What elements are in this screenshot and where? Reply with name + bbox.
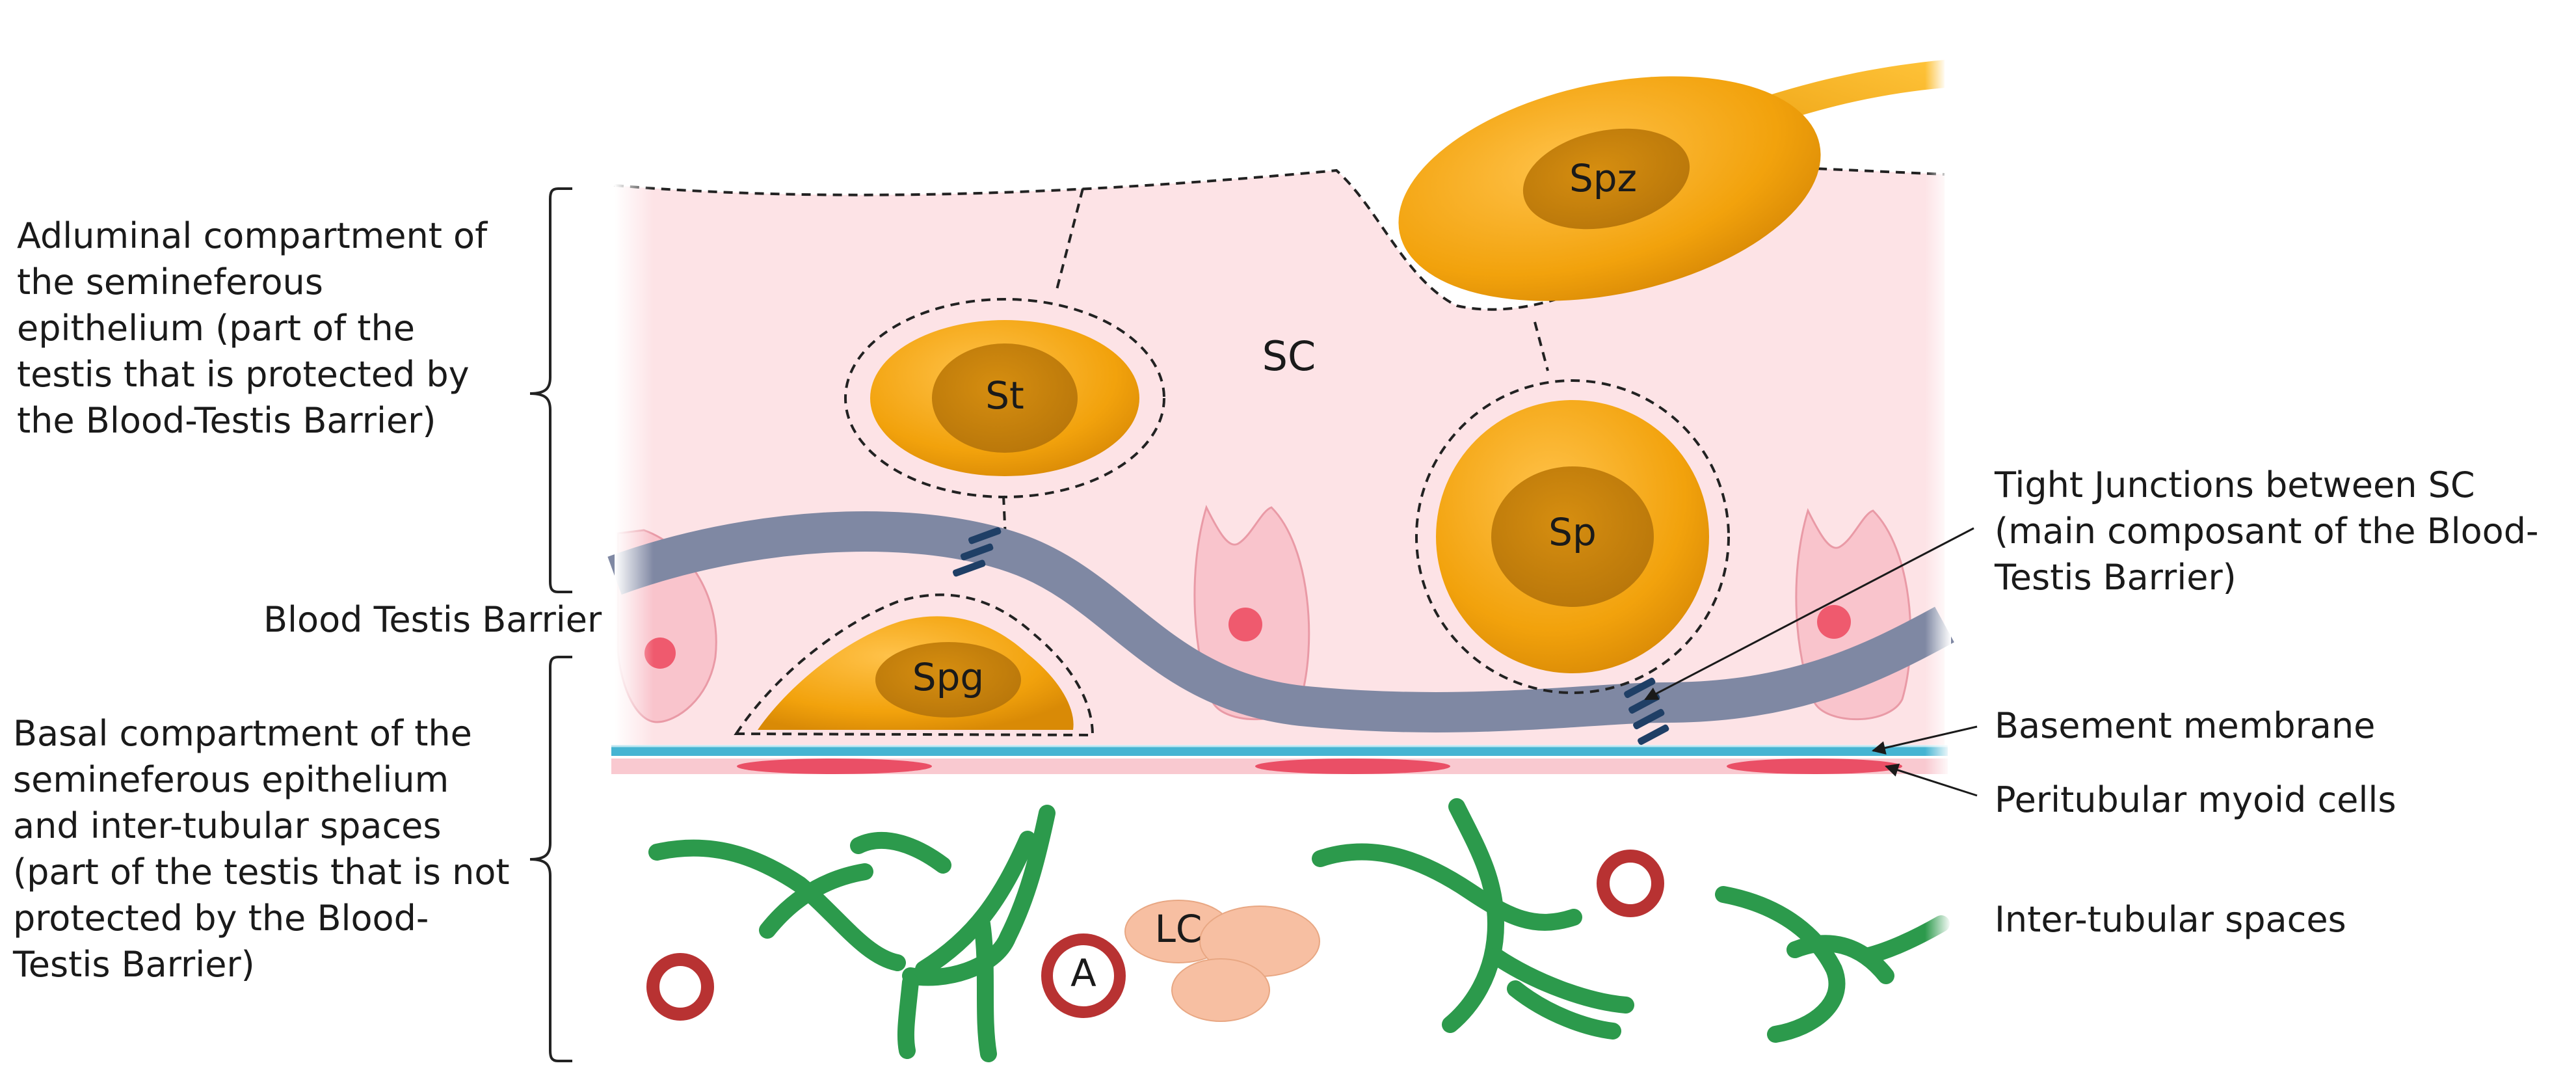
- brace-basal: [529, 656, 572, 1062]
- tight-junction-upper: [952, 527, 1002, 577]
- label-peritubular-myoid-cells: Peritubular myoid cells: [1995, 779, 2397, 820]
- annotation-arrows: [1644, 527, 1978, 797]
- label-adluminal-compartment: Adluminal compartment of the semineferou…: [17, 215, 488, 441]
- blood-vessels: [648, 798, 1950, 1062]
- spermatid: [844, 298, 1165, 498]
- brace-adluminal: [529, 187, 572, 593]
- blood-testis-barrier-band: [607, 511, 1954, 732]
- label-blood-testis-barrier: Blood Testis Barrier: [263, 599, 602, 640]
- label-lc: LC: [1155, 907, 1202, 951]
- label-sc: SC: [1262, 332, 1316, 380]
- label-a: A: [1070, 951, 1096, 995]
- label-tight-junctions: Tight Junctions between SC (main composa…: [1995, 464, 2539, 598]
- label-sp: Sp: [1548, 510, 1597, 554]
- peritubular-myoid-cells: [611, 758, 1948, 774]
- blood-cells: [646, 850, 1664, 1021]
- label-spz: Spz: [1569, 156, 1637, 200]
- label-basal-compartment: Basal compartment of the semineferous ep…: [13, 713, 510, 985]
- label-basement-membrane: Basement membrane: [1995, 705, 2376, 746]
- label-intertubular-spaces: Inter-tubular spaces: [1995, 899, 2346, 940]
- spermatogonium: [734, 593, 1095, 737]
- leydig-cells: [1124, 900, 1320, 1022]
- arteriole: [1041, 933, 1126, 1018]
- label-spg: Spg: [912, 655, 984, 699]
- spermatozoon: [1398, 52, 1946, 301]
- label-st: St: [985, 373, 1024, 418]
- spermatocyte: [1415, 379, 1730, 694]
